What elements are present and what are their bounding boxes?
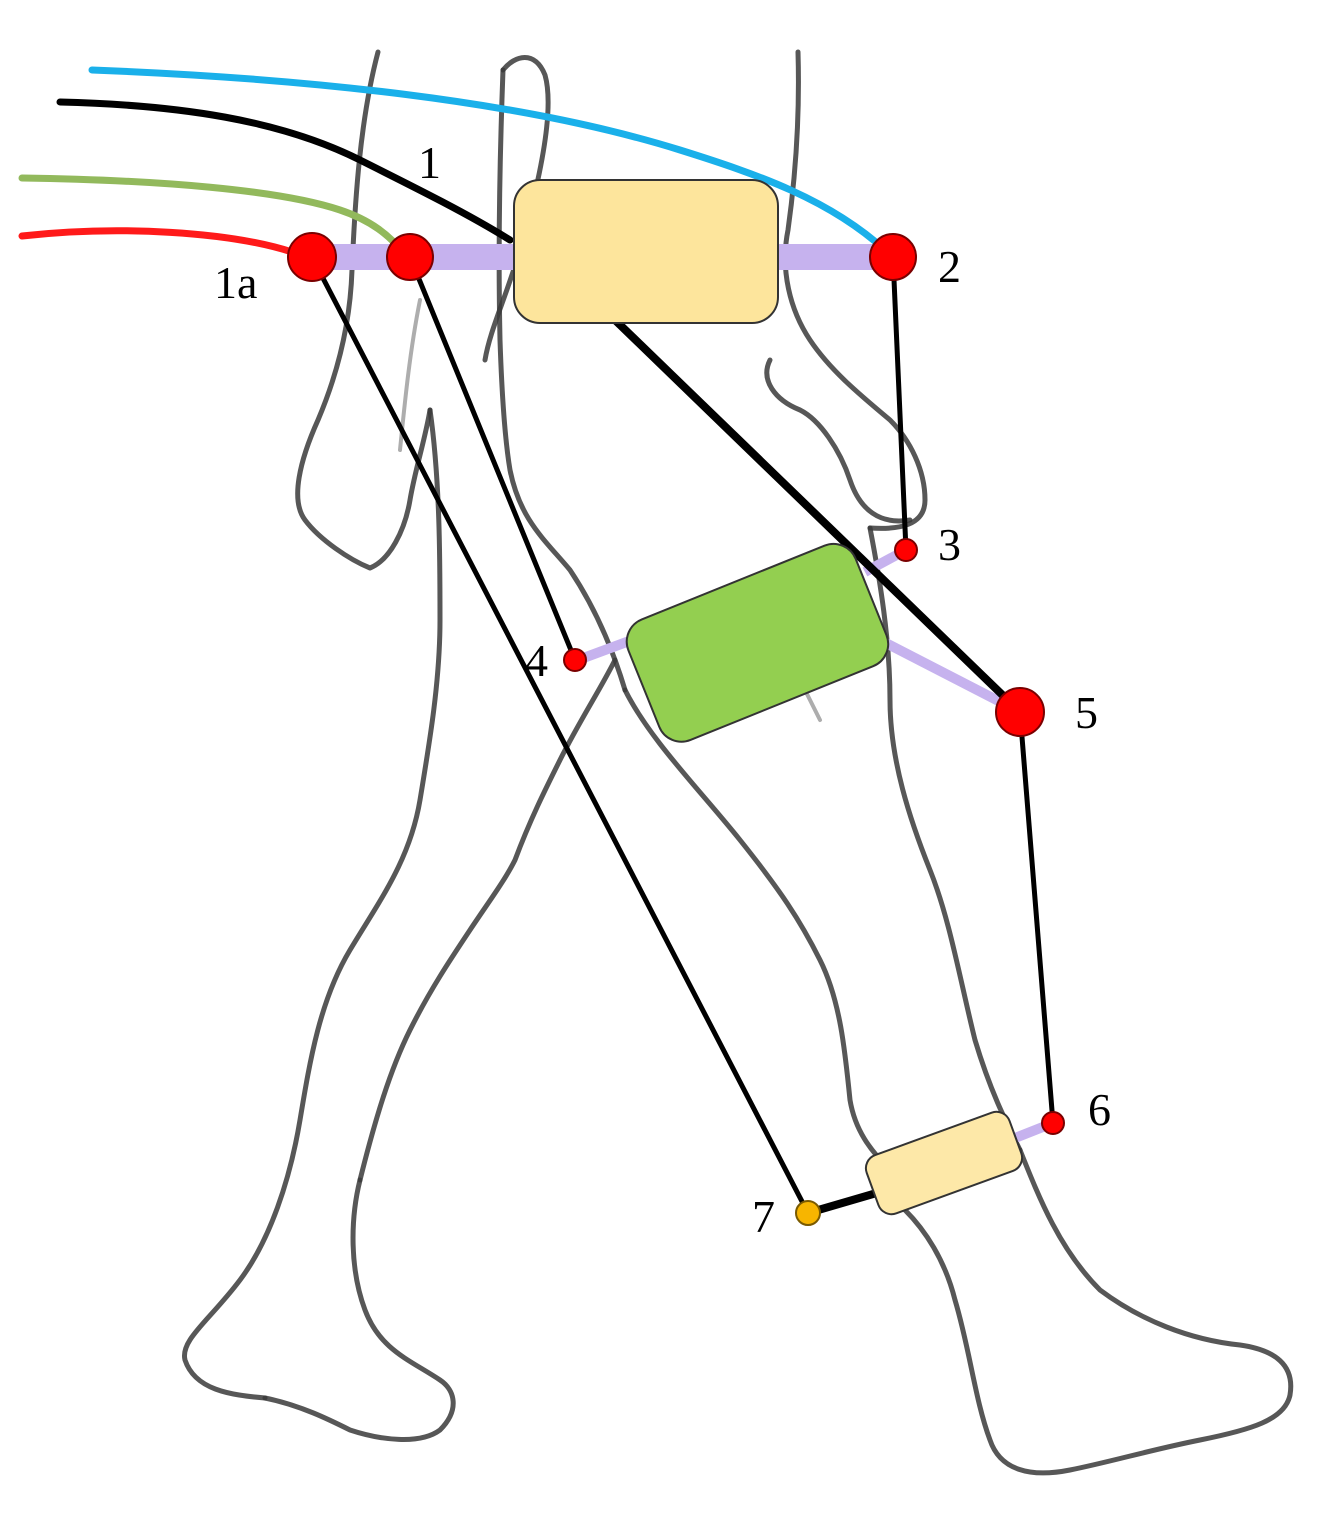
anchor-1 [386,233,434,281]
anchor-4 [563,648,587,672]
thigh-strut-5 [877,635,1023,717]
cables [18,66,889,259]
label-4: 4 [525,635,548,686]
label-2: 2 [938,241,961,292]
anchor-points [287,232,1065,1226]
torso-front-line [496,67,628,693]
front-foot [902,1147,1294,1476]
back-leg-rear-edge [357,657,618,1183]
back-leg-shin-front [181,407,443,1401]
cable-blue [88,66,889,254]
anchor-3 [894,538,918,562]
tendon-1-to-4 [407,254,578,663]
back-leg-front-edge [295,49,433,571]
front-arm-hand [764,357,913,524]
label-1a: 1a [214,257,257,308]
label-6: 6 [1088,1084,1111,1135]
anchor-2 [869,233,917,281]
tendon-pelvis-to-5 [611,316,1024,716]
cable-red [18,227,296,256]
anchor-5 [995,687,1045,737]
label-3: 3 [938,519,961,570]
tendon-2-to-3 [890,254,909,553]
pads [513,179,1024,1216]
anchor-1a [287,232,337,282]
torso-inner-line [482,55,551,363]
cable-black [56,98,514,244]
label-7: 7 [752,1191,775,1242]
front-leg-rear-edge [867,525,1023,1153]
point-labels: 1 1a 2 3 4 5 6 7 [214,137,1111,1242]
shank-pad [864,1110,1024,1216]
back-foot [262,1177,456,1442]
front-thigh-rear-edge [782,49,928,531]
front-leg-front-edge [622,687,893,1173]
anchor-6 [1041,1111,1065,1135]
label-1: 1 [418,137,441,188]
thigh-pad [625,542,890,743]
pelvis-pad [513,179,779,324]
anchor-7 [795,1200,821,1226]
cable-green [18,174,409,259]
tendon-1a-to-7 [309,254,811,1216]
label-5: 5 [1075,687,1098,738]
tendon-5-to-6 [1017,709,1056,1126]
tendons [309,254,1056,1217]
